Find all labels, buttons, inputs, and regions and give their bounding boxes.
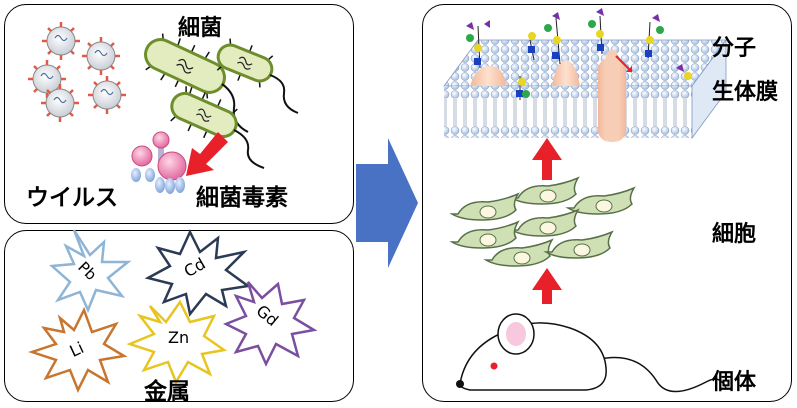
metal-symbol-zn: Zn <box>168 328 190 347</box>
cell-label: 細胞 <box>712 222 757 247</box>
metal-star-li <box>28 306 128 394</box>
metal-star-zn <box>126 299 228 385</box>
virus-label: ウイルス <box>26 185 118 211</box>
virus-icon <box>88 76 126 114</box>
cell-icon <box>543 230 614 259</box>
main-flow-arrow <box>356 138 418 268</box>
mouse-icon <box>456 313 727 393</box>
virus-group <box>28 22 126 122</box>
metal-star-gd <box>222 281 318 367</box>
cell-icon <box>449 192 520 221</box>
virus-icon <box>41 84 79 122</box>
virus-icon <box>42 22 80 60</box>
release-arrow <box>186 132 228 176</box>
flagellum <box>221 83 249 133</box>
membrane-label: 生体膜 <box>712 80 779 105</box>
flagellum <box>233 129 265 169</box>
bacterium-icon <box>216 38 274 88</box>
metal-label: 金属 <box>144 379 190 405</box>
cell-icon <box>449 220 520 249</box>
level-up-arrow <box>532 268 562 304</box>
virus-icon <box>82 37 120 75</box>
cell-icon <box>509 176 580 205</box>
toxin-icon <box>131 131 187 194</box>
flagellum <box>269 74 299 114</box>
cell-icon <box>509 208 580 237</box>
metal-star-cd <box>144 229 252 317</box>
membrane-protein <box>470 66 506 86</box>
metal-star-pb <box>49 229 132 314</box>
cell-icon <box>483 238 554 267</box>
level-up-arrow <box>532 138 562 180</box>
bacteria-group <box>144 33 299 169</box>
toxin-label: 細菌毒素 <box>196 185 288 211</box>
individual-label: 個体 <box>712 370 757 395</box>
membrane-protein <box>552 60 580 86</box>
membrane-illustration <box>443 8 727 142</box>
bacteria-label: 細菌 <box>178 16 223 41</box>
cell-icon <box>565 186 636 215</box>
cells-illustration <box>449 176 636 267</box>
molecule-label: 分子 <box>712 36 757 61</box>
